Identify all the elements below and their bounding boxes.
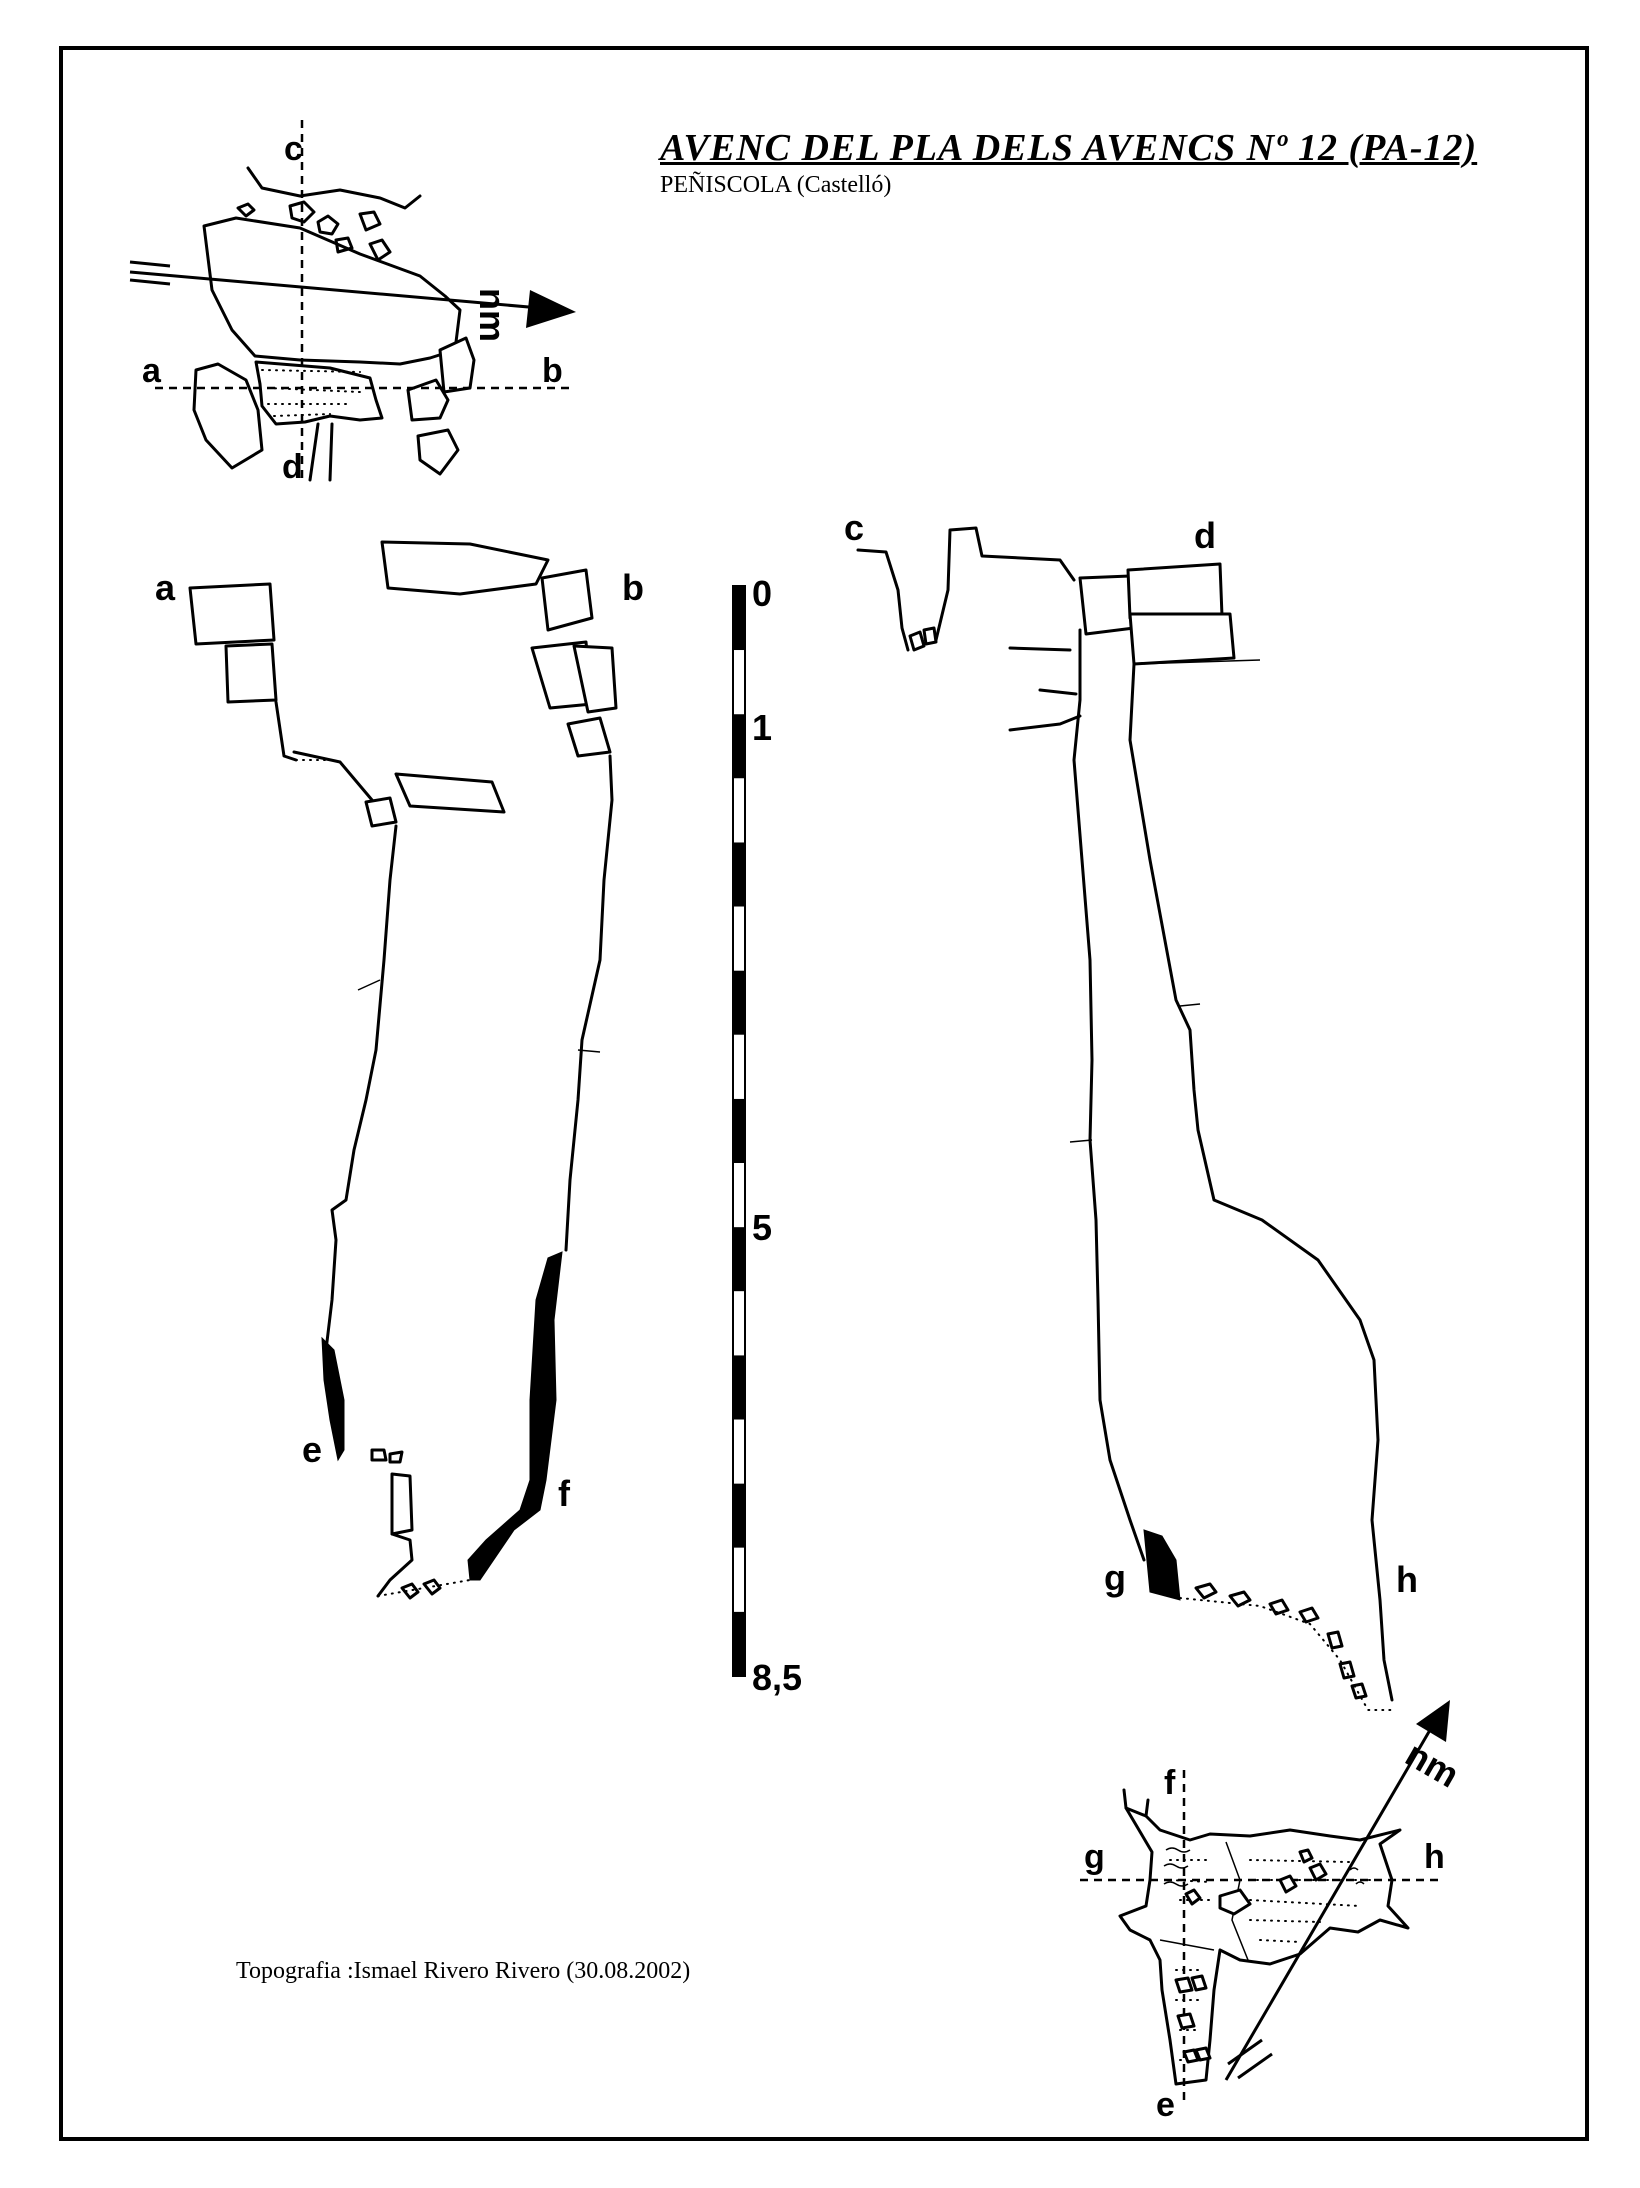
marker-d-section: d <box>1194 515 1216 556</box>
marker-e-plan: e <box>1156 2086 1175 2124</box>
marker-a-top: a <box>142 352 162 390</box>
scale-segment <box>733 842 745 907</box>
marker-b-section: b <box>622 567 644 608</box>
marker-e-section: e <box>302 1429 322 1470</box>
marker-b-top: b <box>542 352 563 390</box>
scale-segment <box>733 1098 745 1164</box>
plan-view-top: nm c a b d <box>129 120 576 486</box>
scale-segment <box>733 1163 745 1228</box>
marker-c-section: c <box>844 507 864 548</box>
marker-g-plan: g <box>1084 1838 1105 1876</box>
marker-a-section: a <box>155 567 176 608</box>
scale-label-0: 0 <box>752 573 772 614</box>
scale-segment <box>733 1419 745 1484</box>
scale-segment <box>733 1227 745 1292</box>
scale-segment <box>733 586 745 651</box>
north-label-bottom: nm <box>1399 1733 1466 1796</box>
scale-label-5: 5 <box>752 1207 772 1248</box>
survey-location: PEÑISCOLA (Castelló) <box>660 172 892 198</box>
north-label-top: nm <box>472 288 513 342</box>
scale-segment <box>733 1291 745 1356</box>
scale-segment <box>733 1611 745 1676</box>
section-c-d: c d g h <box>844 507 1418 1711</box>
drawing-frame <box>59 46 1589 2141</box>
scale-label-1: 1 <box>752 707 772 748</box>
survey-credit: Topografia :Ismael Rivero Rivero (30.08.… <box>236 1958 691 1984</box>
scale-segment <box>733 778 745 843</box>
scale-segment <box>733 714 745 779</box>
scale-segment <box>733 1034 745 1099</box>
section-a-b: a b e f <box>155 540 644 1600</box>
scale-segment <box>733 970 745 1035</box>
survey-title: AVENC DEL PLA DELS AVENCS Nº 12 (PA-12) <box>660 127 1478 169</box>
plan-view-bottom: nm f g h e <box>1080 1700 1466 2124</box>
marker-c-top: c <box>284 130 303 168</box>
marker-g-section: g <box>1104 1557 1126 1598</box>
scale-label-8-5: 8,5 <box>752 1657 802 1698</box>
scale-bar: 0 1 5 8,5 <box>732 573 802 1698</box>
marker-h-plan: h <box>1424 1838 1445 1876</box>
scale-segment <box>733 1547 745 1612</box>
marker-f-plan: f <box>1164 1764 1176 1802</box>
scale-segment <box>733 650 745 715</box>
scale-segment <box>733 1355 745 1420</box>
marker-f-section: f <box>558 1473 571 1514</box>
scale-segment <box>733 1483 745 1548</box>
marker-d-top: d <box>282 448 303 486</box>
scale-segment <box>733 906 745 971</box>
marker-h-section: h <box>1396 1559 1418 1600</box>
